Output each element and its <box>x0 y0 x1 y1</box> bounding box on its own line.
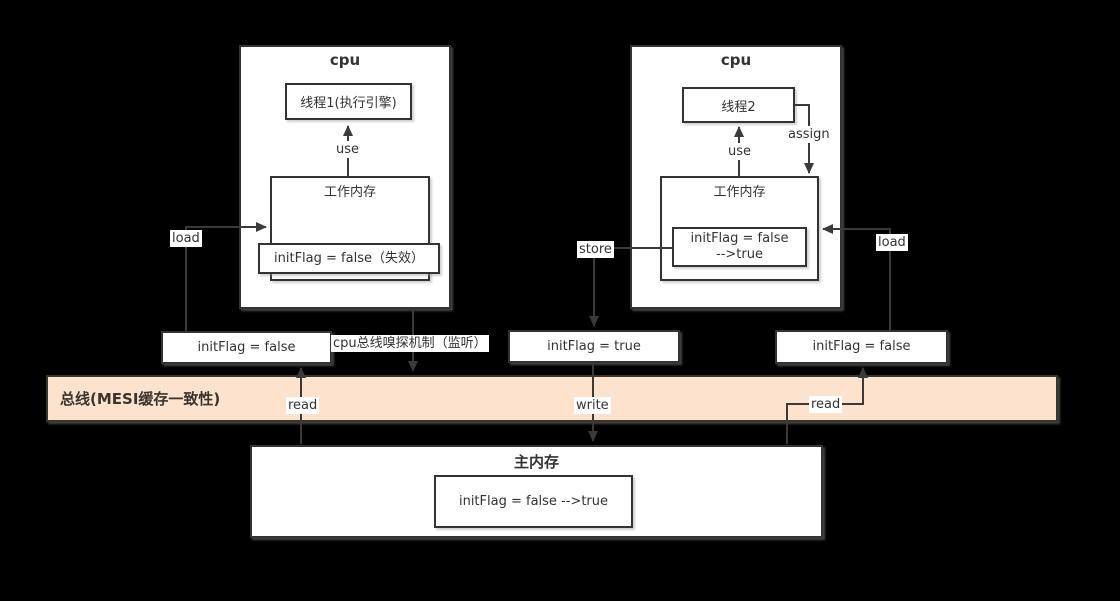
cache-line-left-value: initFlag = false <box>197 339 296 355</box>
thread1-label: 线程1(执行引擎) <box>300 96 397 111</box>
working-memory-left-title: 工作内存 <box>323 185 376 200</box>
main-memory-title: 主内存 <box>513 453 559 471</box>
bus-bar: 总线(MESI缓存一致性) <box>46 375 1058 422</box>
working-memory-left-value: initFlag = false（失效） <box>274 250 424 266</box>
write-label: write <box>574 397 611 414</box>
store-label: store <box>577 241 614 258</box>
load-left-label: load <box>170 230 202 247</box>
bus-sniff-label: cpu总线嗅探机制（监听） <box>331 335 489 352</box>
cache-line-middle-value: initFlag = true <box>547 338 641 354</box>
load-right-label: load <box>876 234 908 251</box>
use-right-label: use <box>726 143 754 160</box>
working-memory-right-value-line1: initFlag = false <box>690 231 789 246</box>
thread2-label: 线程2 <box>721 99 756 115</box>
cpu-left-title: cpu <box>329 51 361 69</box>
cache-line-left-box: initFlag = false <box>161 331 332 364</box>
use-left-label: use <box>334 141 362 158</box>
working-memory-right-title: 工作内存 <box>713 185 766 200</box>
cache-line-right-box: initFlag = false <box>775 330 948 364</box>
thread2-box: 线程2 <box>682 87 795 123</box>
cache-line-right-value: initFlag = false <box>812 339 911 354</box>
read-left-label: read <box>286 397 320 414</box>
cache-line-middle-box: initFlag = true <box>508 330 680 363</box>
bus-label: 总线(MESI缓存一致性) <box>60 390 221 408</box>
cpu-right-title: cpu <box>720 51 752 69</box>
working-memory-right-value-box: initFlag = false -->true <box>672 227 807 267</box>
main-memory-value: initFlag = false -->true <box>458 493 609 509</box>
main-memory-value-box: initFlag = false -->true <box>434 475 633 528</box>
read-right-label: read <box>809 396 843 413</box>
assign-label: assign <box>786 126 832 143</box>
thread1-box: 线程1(执行引擎) <box>285 83 412 120</box>
working-memory-left-value-box: initFlag = false（失效） <box>258 243 440 274</box>
working-memory-right-value-line2: -->true <box>716 247 763 262</box>
